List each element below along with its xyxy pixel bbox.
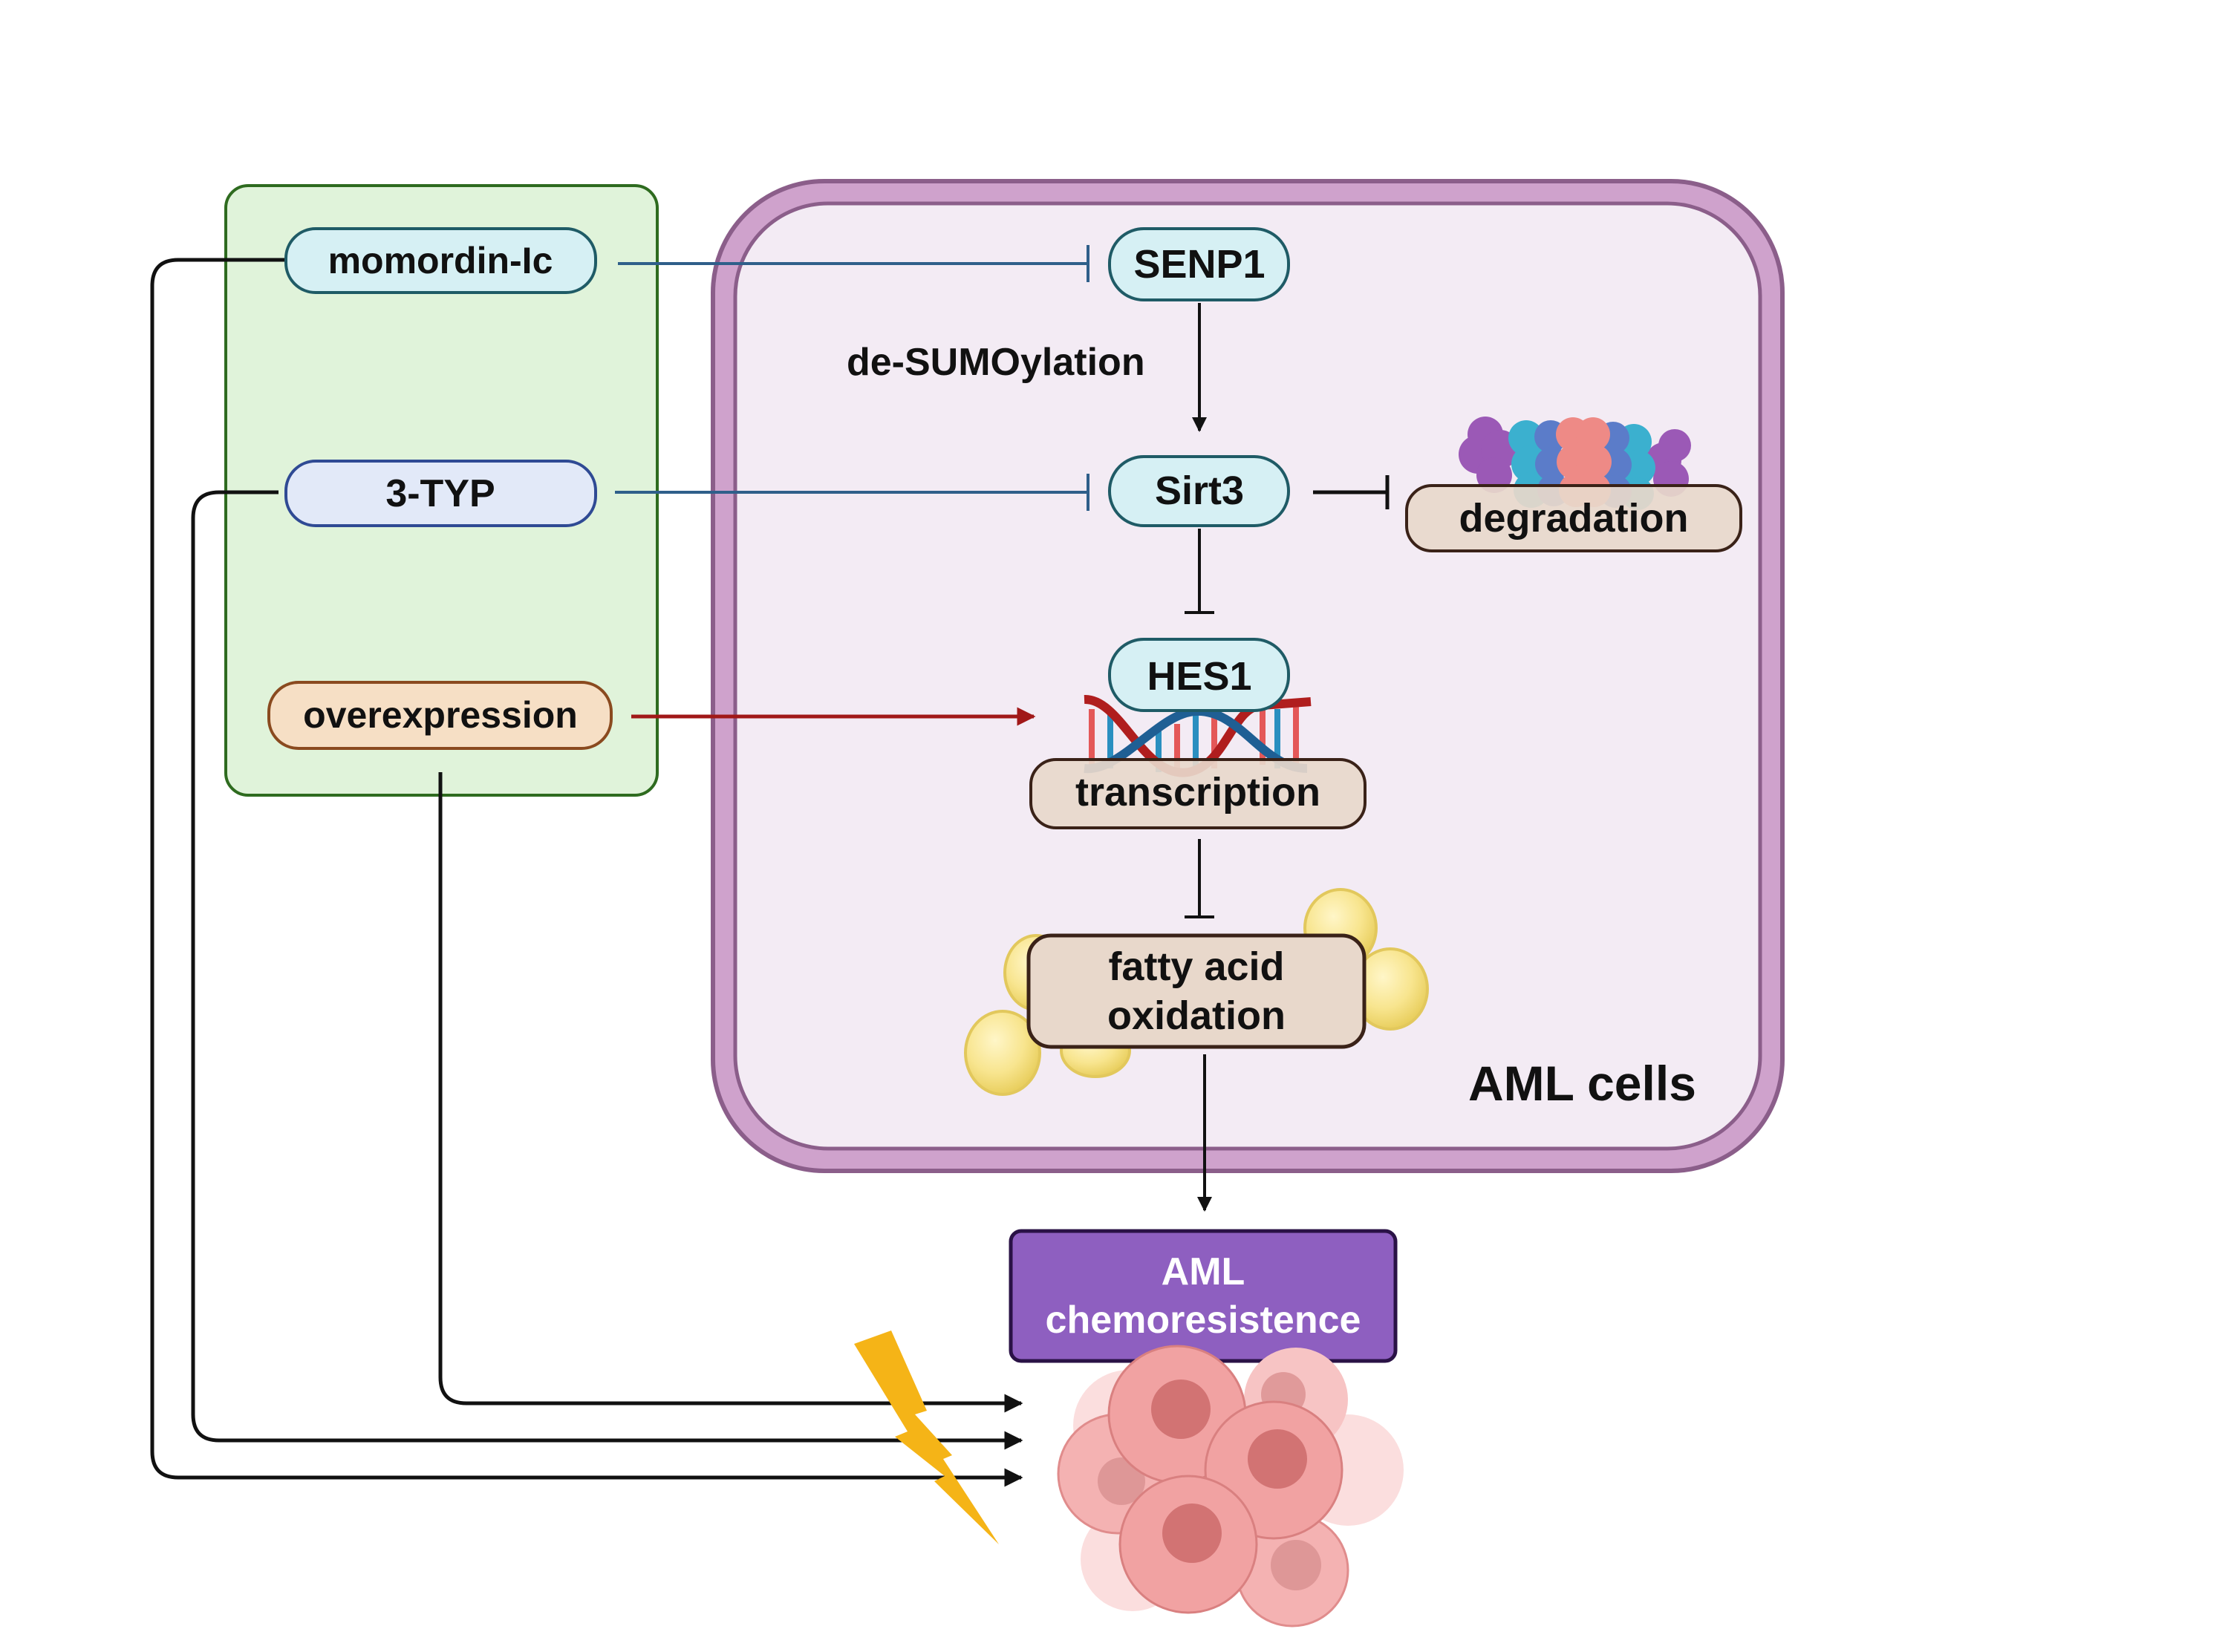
outcome-chemoresistence[interactable]: AML chemoresistence <box>1009 1229 1398 1363</box>
node-fao-label-line1: fatty acid <box>1108 944 1284 989</box>
inhibit-typ-sirt3 <box>615 474 1089 511</box>
node-hes1-label: HES1 <box>1147 654 1251 699</box>
treatment-momordin-label: momordin-Ic <box>328 240 553 281</box>
desumoylation-label: de-SUMOylation <box>847 341 1145 384</box>
node-transcription-label: transcription <box>1075 770 1320 814</box>
connector-momordin-to-cells <box>150 258 1023 1487</box>
inhibit-transcription-fao <box>1185 839 1214 918</box>
cancer-cell-cluster-icon <box>1057 1345 1404 1627</box>
node-hes1[interactable]: HES1 <box>1108 638 1290 712</box>
node-fatty-acid-oxidation[interactable]: fatty acid oxidation <box>1026 933 1367 1049</box>
outcome-line1: AML <box>1162 1250 1245 1293</box>
left-rail-connectors <box>150 258 1023 1487</box>
node-senp1[interactable]: SENP1 <box>1108 227 1290 301</box>
fat-droplet <box>964 1010 1041 1096</box>
node-degradation-label: degradation <box>1459 496 1688 541</box>
treatment-3-typ-label: 3-TYP <box>385 472 495 515</box>
connector-typ-to-cells <box>191 490 1023 1450</box>
node-senp1-label: SENP1 <box>1133 242 1265 287</box>
lightning-icon <box>854 1331 999 1544</box>
node-fao-label-line2: oxidation <box>1107 993 1286 1038</box>
inhibit-momordin-senp1 <box>618 245 1089 282</box>
aml-cells-label: AML cells <box>1468 1056 1696 1111</box>
node-sirt3-label: Sirt3 <box>1155 468 1244 513</box>
treatment-overexpression[interactable]: overexpression <box>267 681 613 750</box>
treatment-3-typ[interactable]: 3-TYP <box>284 460 597 527</box>
treatment-momordin[interactable]: momordin-Ic <box>284 227 597 294</box>
outcome-line2: chemoresistence <box>1046 1299 1361 1342</box>
connector-overexpression-to-cells <box>438 772 1023 1413</box>
node-degradation[interactable]: degradation <box>1405 484 1742 552</box>
inhibit-sirt3-degradation <box>1313 475 1390 509</box>
inhibit-sirt3-hes1 <box>1185 529 1214 614</box>
node-transcription[interactable]: transcription <box>1029 758 1367 829</box>
node-sirt3[interactable]: Sirt3 <box>1108 455 1290 527</box>
treatment-overexpression-label: overexpression <box>303 694 578 736</box>
